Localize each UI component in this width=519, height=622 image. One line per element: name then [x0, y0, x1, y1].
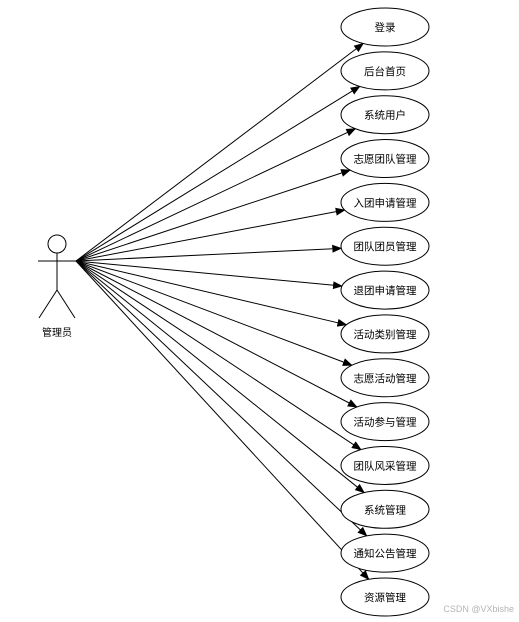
use-case-ellipse	[340, 314, 430, 354]
use-case-ellipse	[340, 402, 430, 442]
use-case-ellipse	[340, 139, 430, 179]
use-case: 系统管理	[340, 489, 430, 529]
use-case: 入团申请管理	[340, 182, 430, 222]
association-arrow	[75, 260, 370, 581]
use-case-label: 入团申请管理	[354, 196, 417, 209]
use-case-label: 退团申请管理	[354, 284, 417, 297]
use-case-label: 后台首页	[364, 65, 406, 78]
association-arrow	[75, 42, 364, 262]
use-case-ellipse	[340, 270, 430, 310]
actor-right-leg	[56, 289, 76, 319]
use-case-label: 活动类别管理	[354, 328, 417, 341]
use-case: 后台首页	[340, 51, 430, 91]
use-case-label: 活动参与管理	[354, 416, 417, 429]
use-case: 退团申请管理	[340, 270, 430, 310]
use-case: 团队风采管理	[340, 445, 430, 485]
association-arrow	[75, 260, 368, 537]
use-case-ellipse	[340, 95, 430, 135]
association-arrow	[75, 128, 357, 262]
association-arrow	[75, 260, 365, 494]
actor-label: 管理员	[42, 326, 72, 339]
use-case: 登录	[340, 7, 430, 47]
use-case: 活动参与管理	[340, 402, 430, 442]
use-case: 通知公告管理	[340, 533, 430, 573]
use-case-ellipse	[340, 445, 430, 485]
use-case: 团队团员管理	[340, 226, 430, 266]
use-cases: 登录后台首页系统用户志愿团队管理入团申请管理团队团员管理退团申请管理活动类别管理…	[340, 7, 430, 617]
use-case: 志愿团队管理	[340, 139, 430, 179]
association-arrow	[75, 85, 361, 262]
actor-head	[47, 234, 67, 254]
use-case-label: 系统管理	[364, 503, 406, 516]
use-case-ellipse	[340, 226, 430, 266]
use-case: 系统用户	[340, 95, 430, 135]
use-case-ellipse	[340, 533, 430, 573]
use-case-label: 志愿团队管理	[354, 153, 417, 166]
use-case: 活动类别管理	[340, 314, 430, 354]
associations	[75, 42, 370, 581]
use-case-label: 登录	[375, 21, 396, 34]
association-arrow	[75, 260, 353, 366]
use-case-label: 通知公告管理	[354, 547, 417, 560]
actor-left-leg	[38, 289, 58, 319]
use-case-ellipse	[340, 51, 430, 91]
actor-administrator: 管理员	[38, 234, 76, 339]
use-case: 志愿活动管理	[340, 358, 430, 398]
use-case-ellipse	[340, 7, 430, 47]
use-case-label: 团队风采管理	[354, 459, 417, 472]
use-case-label: 团队团员管理	[354, 240, 417, 253]
use-case-ellipse	[340, 182, 430, 222]
use-case-label: 系统用户	[364, 109, 406, 122]
use-case-ellipse	[340, 577, 430, 617]
association-arrow	[75, 260, 358, 408]
association-arrow	[75, 207, 346, 262]
use-case-ellipse	[340, 489, 430, 529]
watermark: CSDN @VXbishe	[443, 604, 514, 614]
association-arrow	[75, 260, 344, 290]
association-arrow	[75, 169, 352, 262]
use-case-label: 志愿活动管理	[354, 372, 417, 385]
association-arrow	[75, 244, 343, 262]
use-case-label: 资源管理	[364, 591, 406, 604]
use-case: 资源管理	[340, 577, 430, 617]
association-arrow	[75, 260, 348, 327]
association-arrow	[75, 260, 362, 451]
use-case-ellipse	[340, 358, 430, 398]
